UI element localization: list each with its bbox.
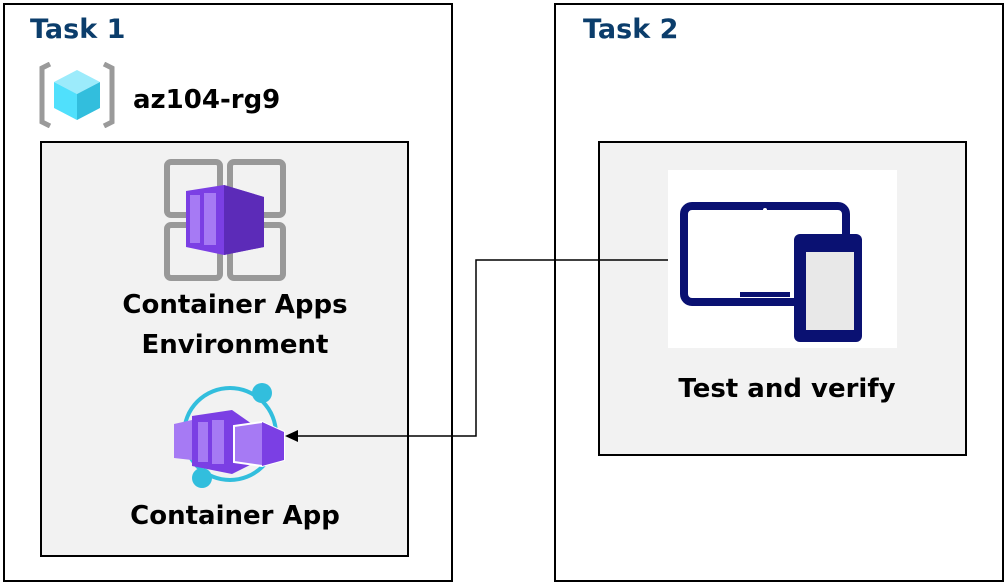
resource-group-icon (39, 62, 115, 128)
environment-label-line1: Container Apps (122, 290, 348, 320)
environment-label: Container Apps Environment (40, 285, 430, 365)
task1-panel (3, 3, 453, 582)
devices-icon (680, 202, 862, 342)
container-app-label: Container App (130, 501, 340, 531)
task1-title: Task 1 (30, 14, 126, 45)
task2-title: Task 2 (583, 14, 679, 45)
container-app-icon (174, 383, 285, 488)
container-apps-environment-box (40, 141, 409, 557)
environment-label-line2: Environment (141, 330, 329, 360)
test-verify-label: Test and verify (678, 374, 896, 404)
task2-panel (554, 3, 1004, 582)
resource-group-name: az104-rg9 (133, 85, 281, 115)
container-apps-environment-icon (164, 159, 286, 281)
